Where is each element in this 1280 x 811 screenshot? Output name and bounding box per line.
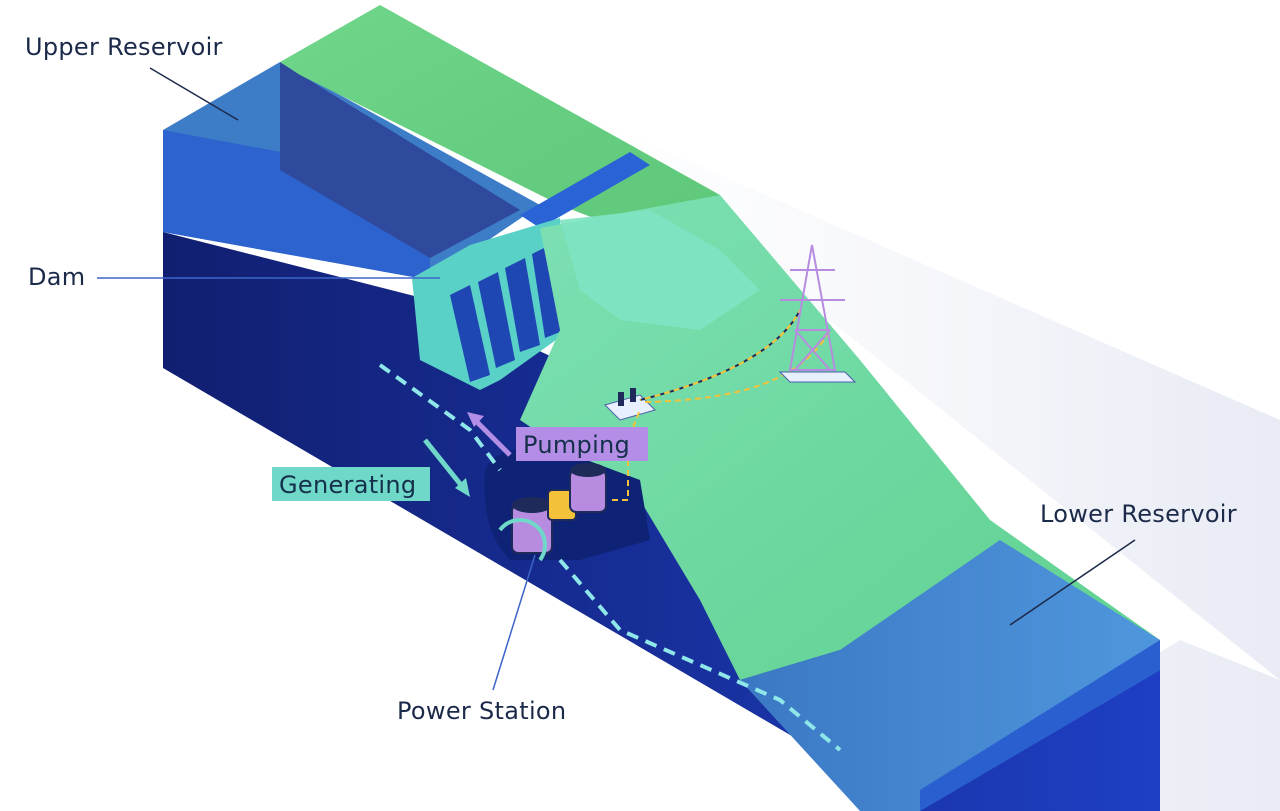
power-cable <box>612 409 641 501</box>
transformer-icon <box>618 388 636 406</box>
background-shadow <box>560 105 1280 811</box>
lower-reservoir-pointer <box>1009 539 1136 626</box>
power-cable <box>639 309 801 401</box>
rock-outcrop <box>560 210 760 330</box>
upper-reservoir-inner-wall <box>280 62 520 258</box>
power-cable <box>639 309 801 401</box>
power-station-label: Power Station <box>397 697 566 725</box>
upper-reservoir-pointer <box>149 67 239 121</box>
dam-buttresses <box>450 244 565 382</box>
upper-reservoir-label: Upper Reservoir <box>25 33 223 61</box>
tower-base <box>778 371 857 383</box>
penstock-flow-upper <box>378 363 502 472</box>
dam-label: Dam <box>28 263 85 291</box>
pumping-tag <box>516 427 648 461</box>
transformer-platform <box>604 394 656 421</box>
generating-tag <box>272 467 430 501</box>
generating-arrow-head <box>455 478 470 497</box>
pumping-tag-label: Pumping <box>523 431 630 459</box>
pumping-arrow-head <box>467 412 484 427</box>
power-cable <box>644 329 831 403</box>
pumping-arrow <box>473 418 512 457</box>
lower-reservoir-front <box>920 640 1160 811</box>
lower-reservoir-water <box>740 540 1160 811</box>
lower-reservoir-label: Lower Reservoir <box>1040 500 1237 528</box>
transmission-tower-icon <box>780 244 845 371</box>
turbine-icon <box>511 463 607 554</box>
generating-arrow <box>423 438 467 492</box>
generating-tag-label: Generating <box>279 471 416 499</box>
tailrace-flow-lower <box>558 558 842 752</box>
channel-stripe <box>520 152 650 228</box>
power-station-pointer <box>492 554 536 691</box>
rotation-arrow-icon <box>498 518 547 562</box>
